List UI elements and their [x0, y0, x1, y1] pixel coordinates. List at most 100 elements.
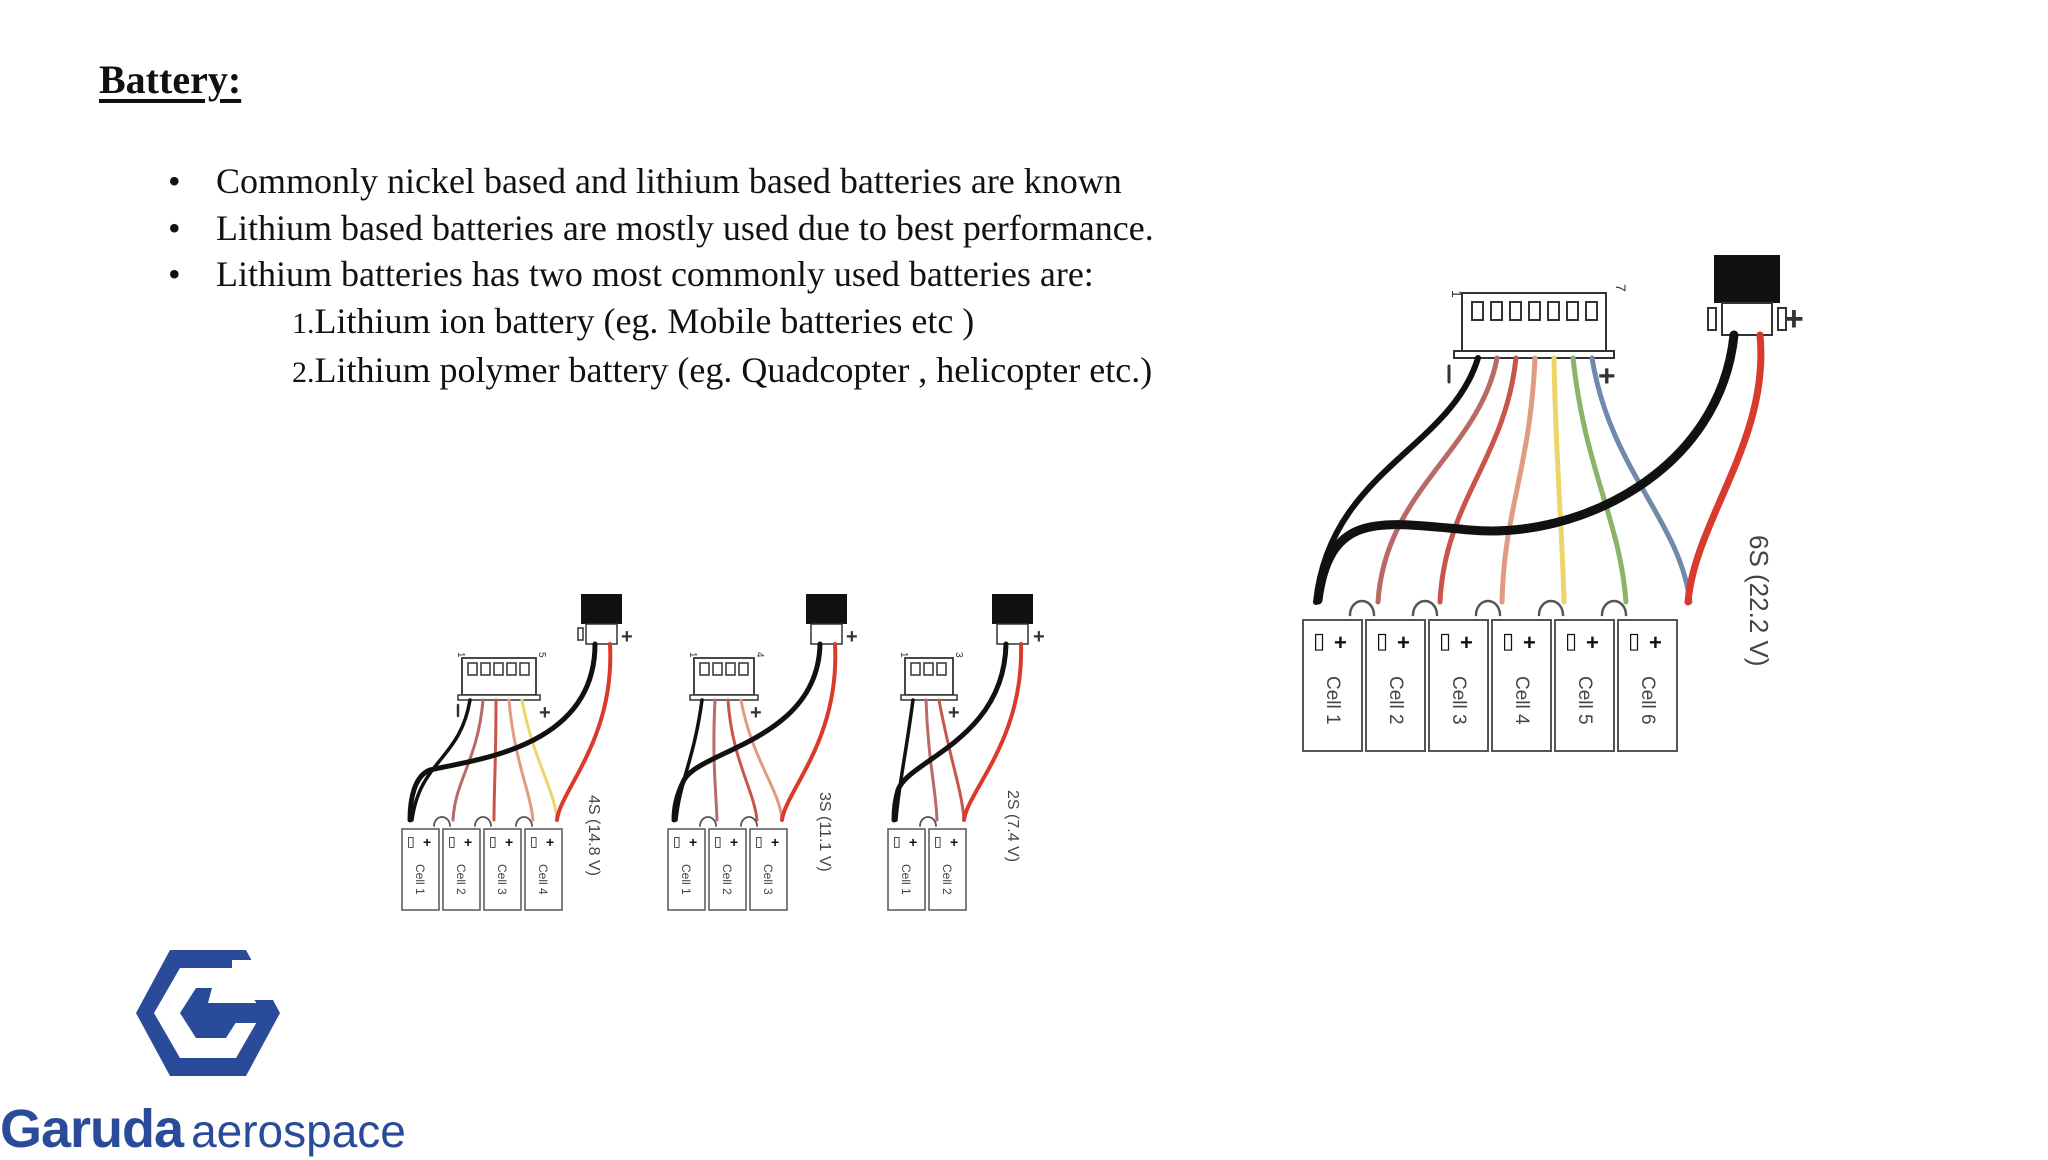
cell-label: Cell 6 [1637, 676, 1658, 725]
plus-icon: + [539, 702, 551, 724]
bullet-item: • Lithium based batteries are mostly used… [160, 205, 1220, 252]
plus-icon: + [1784, 300, 1804, 338]
pack-4s-diagram: 1 5 + + ▯ + ▯ + ▯ + ▯ + Cell 1 Cell 2 Cell 3 [401, 594, 633, 911]
cell-label: Cell 1 [1322, 676, 1343, 725]
svg-text:▯: ▯ [893, 833, 901, 849]
cell-label: Cell 2 [940, 864, 954, 895]
sub-item-number: 1. [292, 306, 315, 340]
cell-label: Cell 4 [1511, 676, 1532, 725]
cell-box [1491, 619, 1552, 752]
svg-text:▯: ▯ [714, 833, 722, 849]
plus-icon: + [1033, 626, 1045, 648]
svg-text:+: + [505, 834, 513, 850]
svg-text:+: + [1523, 630, 1536, 655]
bullet-text: Commonly nickel based and lithium based … [216, 161, 1122, 201]
pack-2s-diagram: 1 3 + + ▯ + ▯ + Cell 1 Cell 2 2S (7.4 V) [887, 594, 1045, 911]
pin-label: 1 [687, 652, 698, 658]
pin-label: 1 [455, 652, 466, 658]
bullet-dot-icon: • [168, 161, 181, 201]
sub-list: 1.Lithium ion battery (eg. Mobile batter… [216, 298, 1220, 397]
svg-text:▯: ▯ [489, 833, 497, 849]
svg-text:▯: ▯ [530, 833, 538, 849]
svg-text:+: + [730, 834, 738, 850]
bullet-item: • Lithium batteries has two most commonly… [160, 251, 1220, 397]
svg-text:+: + [950, 834, 958, 850]
svg-text:▯: ▯ [755, 833, 763, 849]
pack-voltage-label: 3S (11.1 V) [816, 792, 833, 872]
main-connector [1714, 255, 1780, 303]
logo-text-light: aerospace [191, 1105, 406, 1157]
pin-label: 3 [953, 652, 964, 658]
cell-box [1554, 619, 1615, 752]
svg-text:+: + [423, 834, 431, 850]
svg-text:▯: ▯ [673, 833, 681, 849]
cell-box [1302, 619, 1363, 752]
svg-text:+: + [464, 834, 472, 850]
slide-title: Battery: [99, 57, 242, 102]
svg-text:▯: ▯ [407, 833, 415, 849]
bullet-item: • Commonly nickel based and lithium based… [160, 158, 1220, 205]
cell-label: Cell 4 [536, 864, 550, 895]
pack-3s-diagram: 1 4 + + ▯ + ▯ + ▯ + Cell 1 Cell 2 Cell 3 3S… [667, 594, 858, 911]
cell-box [1617, 619, 1678, 752]
sub-item: 2.Lithium polymer battery (eg. Quadcopte… [292, 347, 1220, 397]
garuda-logo-icon [136, 950, 282, 1076]
svg-text:+: + [909, 834, 917, 850]
svg-text:+: + [771, 834, 779, 850]
pin-label: 5 [536, 652, 547, 658]
svg-text:▯: ▯ [1628, 628, 1640, 653]
plus-icon: + [948, 702, 960, 724]
svg-text:+: + [1397, 630, 1410, 655]
svg-text:▯: ▯ [934, 833, 942, 849]
pin-label: 1 [1449, 290, 1465, 298]
pack-voltage-label: 4S (14.8 V) [585, 795, 602, 876]
svg-text:+: + [689, 834, 697, 850]
cell-label: Cell 2 [720, 864, 734, 895]
pin-label: 1 [898, 652, 909, 658]
balance-pins [1471, 301, 1598, 321]
sub-item-text: Lithium ion battery (eg. Mobile batterie… [314, 300, 975, 341]
pin-label: 4 [754, 652, 765, 658]
plus-icon: + [750, 702, 762, 724]
svg-text:+: + [1334, 630, 1347, 655]
svg-text:▯: ▯ [1439, 628, 1451, 653]
bullet-dot-icon: • [168, 254, 181, 294]
svg-text:▯: ▯ [1376, 628, 1388, 653]
plus-icon: + [1598, 360, 1616, 393]
cell-box [1428, 619, 1489, 752]
svg-text:▯: ▯ [1313, 628, 1325, 653]
sub-item-number: 2. [292, 356, 315, 389]
cell-label: Cell 2 [1385, 676, 1406, 725]
cell-label: Cell 2 [454, 864, 468, 895]
cell-box [1365, 619, 1426, 752]
sub-item: 1.Lithium ion battery (eg. Mobile batter… [292, 298, 1220, 348]
pin-label: 7 [1613, 284, 1629, 292]
svg-text:+: + [1460, 630, 1473, 655]
sub-item-text: Lithium polymer battery (eg. Quadcopter … [314, 350, 1153, 390]
cell-label: Cell 5 [1574, 676, 1595, 725]
svg-text:+: + [1586, 630, 1599, 655]
svg-text:+: + [1649, 630, 1662, 655]
svg-text:▯: ▯ [1502, 628, 1514, 653]
svg-text:+: + [546, 834, 554, 850]
pack-voltage-label: 6S (22.2 V) [1744, 535, 1774, 667]
cell-label: Cell 3 [495, 864, 509, 895]
cell-label: Cell 1 [679, 864, 693, 895]
bullet-list: • Commonly nickel based and lithium based… [160, 158, 1220, 397]
svg-text:▯: ▯ [1565, 628, 1577, 653]
cell-label: Cell 1 [413, 864, 427, 895]
bullet-text: Lithium based batteries are mostly used … [216, 207, 1154, 248]
cell-label: Cell 3 [1448, 676, 1469, 725]
cell-label: Cell 1 [899, 864, 913, 895]
pack-6s-diagram: 1 7 + + [1302, 255, 1804, 752]
logo-text-bold: Garuda [0, 1099, 184, 1159]
bullet-text: Lithium batteries has two most commonly … [216, 254, 1094, 294]
bullet-dot-icon: • [168, 207, 181, 248]
cell-label: Cell 3 [761, 864, 775, 895]
plus-icon: + [846, 626, 858, 648]
svg-text:▯: ▯ [448, 833, 456, 849]
pack-voltage-label: 2S (7.4 V) [1004, 790, 1021, 862]
plus-icon: + [621, 626, 633, 648]
